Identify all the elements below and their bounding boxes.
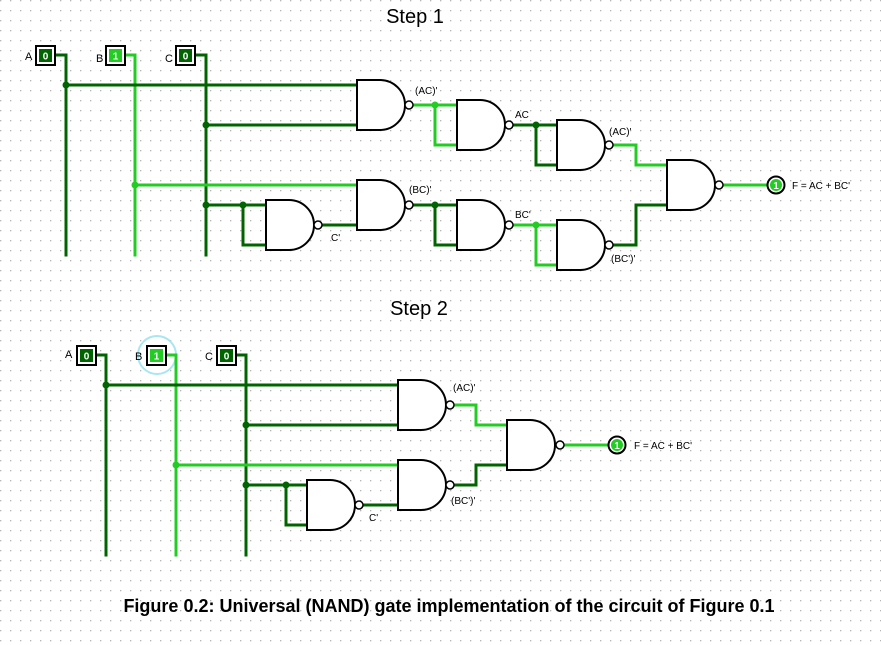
step1-output-value: 1 <box>773 181 779 192</box>
step1-output-f[interactable]: 1 F = AC + BC' <box>766 175 851 195</box>
step1-nand-bc-invert[interactable] <box>456 199 514 251</box>
step1-label-bc-bar: (BC)' <box>409 185 432 196</box>
step1-title: Step 1 <box>386 6 444 28</box>
step1-label-ac-bar-2: (AC)' <box>609 127 632 138</box>
step1-nand-bc-out[interactable] <box>556 219 614 271</box>
step1-internal-wires <box>412 101 770 267</box>
step2-output-f[interactable]: 1 F = AC + BC' <box>607 435 693 455</box>
step2-nand-bc[interactable] <box>397 459 455 511</box>
step1-label-c-bar: C' <box>331 233 340 244</box>
step1-nand-final[interactable] <box>666 159 724 211</box>
step1-input-c[interactable]: C 0 <box>165 45 196 66</box>
step1-nand-ac[interactable] <box>356 79 414 131</box>
step1-label-ac: AC <box>515 110 529 121</box>
step1-input-b-label: B <box>96 53 103 65</box>
step2-input-c[interactable]: C 0 <box>205 345 237 366</box>
step1-label-bc: BC' <box>515 210 531 221</box>
figure-caption: Figure 0.2: Universal (NAND) gate implem… <box>123 596 774 616</box>
step2-nand-c-invert[interactable] <box>306 479 364 531</box>
step2-label-ac-bar: (AC)' <box>453 383 476 394</box>
step2-circuit: Step 2 <box>65 298 693 557</box>
step2-nand-ac[interactable] <box>397 379 455 431</box>
step2-label-c-bar: C' <box>369 513 378 524</box>
step2-nand-final[interactable] <box>506 419 565 471</box>
step2-input-c-label: C <box>205 351 213 363</box>
step1-nand-ac-out[interactable] <box>556 119 614 171</box>
step1-nand-c-invert[interactable] <box>265 199 323 251</box>
step2-input-a-label: A <box>65 349 73 361</box>
step1-output-label: F = AC + BC' <box>792 181 850 192</box>
step1-input-b[interactable]: B 1 <box>96 45 126 66</box>
step2-input-a-value: 0 <box>84 352 90 363</box>
step1-input-b-value: 1 <box>113 52 119 63</box>
step1-input-a[interactable]: A 0 <box>25 45 56 66</box>
step1-nand-bc[interactable] <box>356 179 414 231</box>
step1-input-c-value: 0 <box>183 52 189 63</box>
step2-internal-wires <box>454 403 612 487</box>
step1-input-c-label: C <box>165 53 173 65</box>
step1-circuit: Step 1 <box>25 6 851 271</box>
step1-input-wires <box>53 53 357 257</box>
step2-input-b-value: 1 <box>154 352 160 363</box>
step2-input-wires <box>94 353 398 557</box>
step2-input-a[interactable]: A 0 <box>65 345 97 366</box>
step2-label-bc-bar: (BC')' <box>451 496 475 507</box>
step2-input-b[interactable]: B 1 <box>135 345 167 366</box>
step2-input-c-value: 0 <box>224 352 230 363</box>
step1-input-a-value: 0 <box>43 52 49 63</box>
step1-nand-ac-invert[interactable] <box>456 99 514 151</box>
step2-output-label: F = AC + BC' <box>634 441 692 452</box>
step2-input-b-label: B <box>135 351 142 363</box>
step1-input-a-label: A <box>25 51 33 63</box>
step1-label-ac-bar: (AC)' <box>415 86 438 97</box>
step2-output-value: 1 <box>614 441 620 452</box>
step1-label-bc-bar-2: (BC')' <box>611 254 635 265</box>
step2-title: Step 2 <box>390 298 448 320</box>
